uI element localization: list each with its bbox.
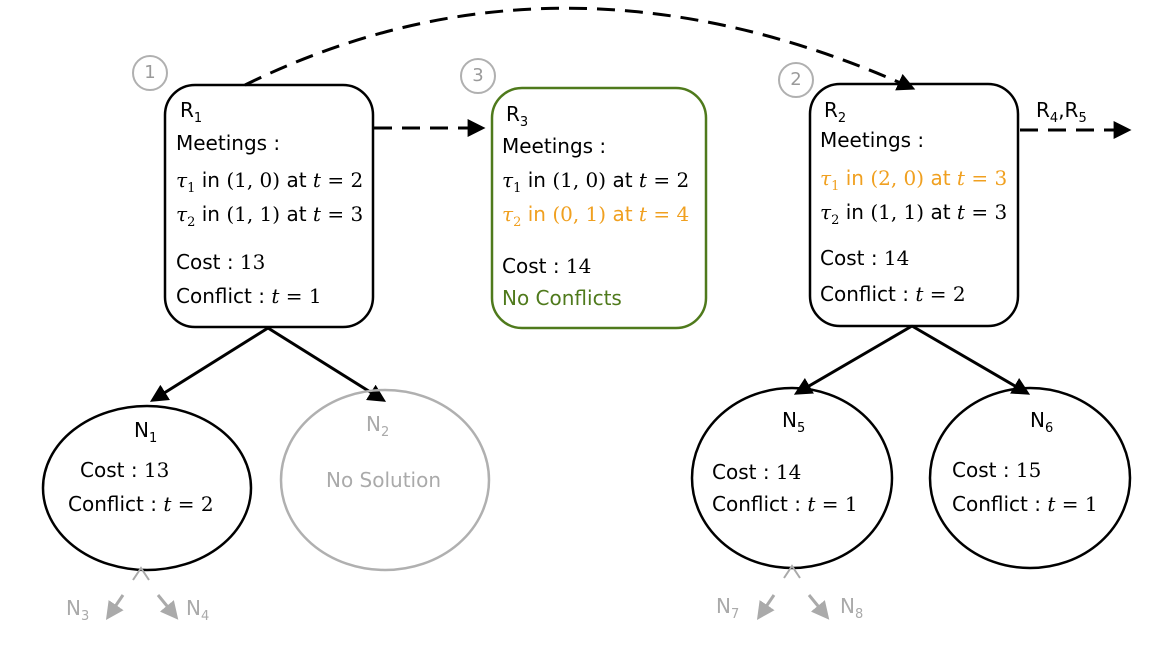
edge-r1-n1 <box>149 326 269 402</box>
r3-meeting-2: τ2 in (0, 1) at t = 4 <box>502 202 690 230</box>
n6-title: N6 <box>1030 408 1054 436</box>
n7-label: N7 <box>716 594 740 622</box>
n2-status: No Solution <box>326 468 442 492</box>
r1-meeting-2: τ2 in (1, 1) at t = 3 <box>176 202 364 230</box>
n4-label: N4 <box>186 596 210 624</box>
n1-cost: Cost : 13 <box>80 458 170 482</box>
r3-meeting-1: τ1 in (1, 0) at t = 2 <box>502 168 690 196</box>
n6-conflict: Conflict : t = 1 <box>952 492 1098 516</box>
pruned-edge-n8 <box>807 594 830 620</box>
r2-meetings-label: Meetings : <box>820 128 925 152</box>
step-badge-3: 3 <box>460 58 496 94</box>
step-badge-1: 1 <box>132 55 168 91</box>
r2-conflict: Conflict : t = 2 <box>820 282 966 306</box>
n8-label: N8 <box>840 594 864 622</box>
pruned-edge-n7 <box>756 594 776 620</box>
r3-cost: Cost : 14 <box>502 254 592 278</box>
node-box-r3 <box>490 86 708 330</box>
n5-cost: Cost : 14 <box>712 460 802 484</box>
pruned-caret-n1 <box>132 566 150 581</box>
r2-meeting-1: τ1 in (2, 0) at t = 3 <box>820 166 1008 194</box>
r1-meeting-1: τ1 in (1, 0) at t = 2 <box>176 168 364 196</box>
n5-conflict: Conflict : t = 1 <box>712 492 858 516</box>
r1-cost: Cost : 13 <box>176 250 266 274</box>
n5-title: N5 <box>782 408 806 436</box>
n6-cost: Cost : 15 <box>952 458 1042 482</box>
node-ellipse-n5 <box>690 386 894 570</box>
n2-title: N2 <box>366 412 390 440</box>
r1-title: R1 <box>180 98 203 126</box>
pruned-edge-n3 <box>105 594 125 620</box>
pruned-caret-n5 <box>783 564 801 579</box>
r3-status: No Conflicts <box>502 286 622 310</box>
r2-cost: Cost : 14 <box>820 246 910 270</box>
r3-title: R3 <box>506 102 529 130</box>
n1-conflict: Conflict : t = 2 <box>68 492 214 516</box>
pruned-edge-n4 <box>156 594 179 620</box>
next-nodes-label: R4,R5 <box>1036 98 1087 126</box>
r1-conflict: Conflict : t = 1 <box>176 284 322 308</box>
edge-r2-n5 <box>793 324 913 395</box>
node-ellipse-n1 <box>41 404 253 572</box>
n3-label: N3 <box>66 596 90 624</box>
node-ellipse-n2 <box>279 388 491 572</box>
node-ellipse-n6 <box>928 386 1132 570</box>
r2-title: R2 <box>824 98 847 126</box>
edge-r1-n2 <box>267 326 387 402</box>
step-badge-2: 2 <box>778 62 814 98</box>
r3-meetings-label: Meetings : <box>502 134 607 158</box>
r2-meeting-2: τ2 in (1, 1) at t = 3 <box>820 200 1008 228</box>
edge-r2-n6 <box>911 324 1031 395</box>
dashed-arrow-r1-to-r2 <box>244 6 916 91</box>
n1-title: N1 <box>134 418 158 446</box>
r1-meetings-label: Meetings : <box>176 131 281 155</box>
